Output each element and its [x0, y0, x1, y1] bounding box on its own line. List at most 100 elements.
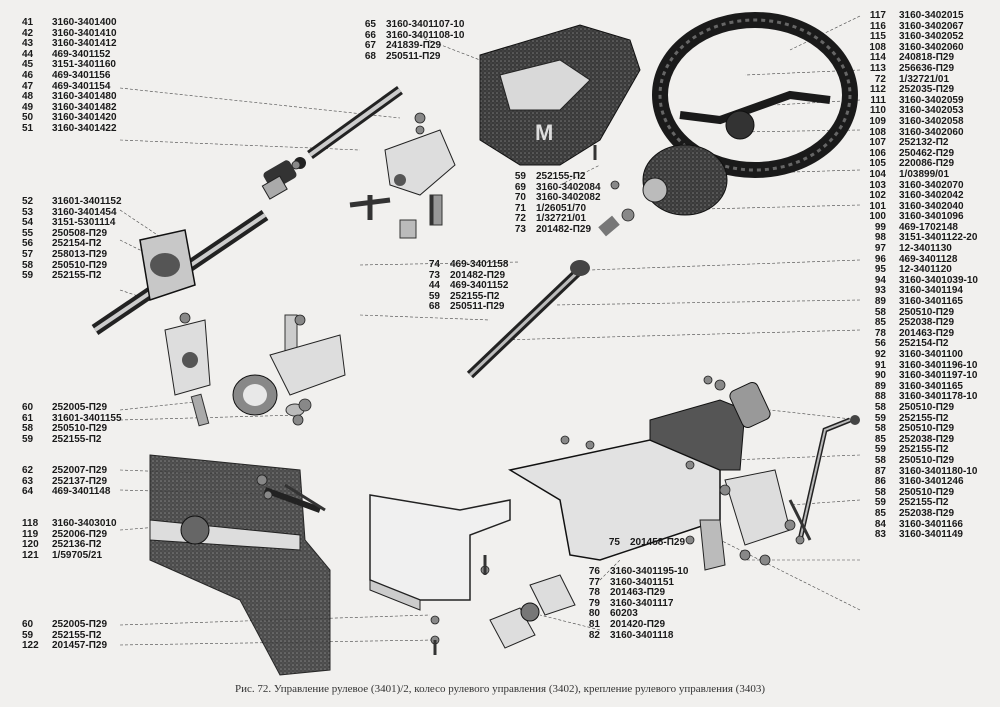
callout-number: 45: [22, 59, 34, 71]
callout-part-code: 3151-3401122-20: [899, 232, 978, 244]
callout-part-code: 469-3401158: [450, 259, 509, 270]
callout-number: 54: [22, 217, 34, 229]
svg-text:M: M: [535, 120, 553, 145]
column-support-bracket: [507, 382, 791, 571]
callout-number: 44: [428, 280, 440, 292]
callout-part-code: 60203: [610, 608, 638, 620]
callout-number: 102: [869, 190, 886, 202]
callout-number: 80: [588, 608, 600, 620]
callout-number: 70: [514, 192, 526, 204]
callout-part-code: 3160-3401117: [610, 597, 674, 609]
callout-part-code: 31601-3401152: [52, 196, 122, 207]
callout-number: 85: [874, 433, 886, 445]
callout-number: 53: [22, 206, 34, 218]
callout-part-code: 3160-3401149: [899, 529, 963, 541]
callout-number: 75: [608, 537, 620, 548]
callout-part-code: 250510-П29: [52, 259, 108, 271]
callout-number: 58: [874, 306, 886, 318]
callout-number: 92: [874, 349, 886, 360]
callout-row: 64 469-3401148: [22, 487, 110, 498]
figure-caption: Рис. 72. Управление рулевое (3401)/2, ко…: [234, 683, 766, 695]
callout-number: 56: [22, 238, 34, 250]
callout-part-code: 252155-П2: [899, 412, 949, 424]
callout-part-code: 252155-П2: [899, 497, 949, 509]
callout-number: 83: [874, 529, 886, 541]
callout-number: 94: [874, 274, 886, 286]
callout-number: 58: [874, 423, 886, 435]
callout-part-code: 3160-3401118: [610, 629, 674, 641]
callout-number: 49: [22, 101, 34, 113]
callout-part-code: 252155-П2: [450, 290, 500, 302]
steering-wheel: [652, 12, 858, 178]
callout-number: 101: [869, 200, 886, 212]
callout-row: 45 3151-3401160: [22, 60, 117, 71]
callout-number: 78: [588, 587, 600, 599]
callout-part-code: 252137-П29: [52, 475, 108, 487]
callout-part-code: 3151-3401160: [52, 59, 116, 71]
pedal-rod: [797, 415, 860, 541]
callout-number: 74: [428, 259, 440, 270]
callout-number: 71: [514, 202, 526, 214]
callout-part-code: 250510-П29: [899, 423, 955, 435]
callout-part-code: 469-3401152: [52, 48, 111, 60]
callout-part-code: 3160-3401194: [899, 285, 963, 297]
callout-number: 62: [22, 465, 34, 476]
callout-part-code: 3160-3401107-10: [386, 19, 465, 30]
callout-part-code: 3160-3401151: [610, 576, 674, 588]
callout-part-code: 3160-3401180-10: [899, 465, 978, 477]
callout-number: 109: [869, 115, 886, 127]
callout-number: 108: [869, 126, 886, 138]
callout-part-code: 31601-3401155: [52, 412, 122, 424]
column-housing-cover: M: [479, 24, 641, 166]
callout-part-code: 252155-П2: [536, 171, 586, 182]
callout-number: 90: [874, 370, 886, 382]
callout-part-code: 469-3401148: [52, 486, 111, 498]
callout-part-code: 250511-П29: [450, 301, 505, 313]
callout-part-code: 3160-3401480: [52, 91, 117, 103]
callout-part-code: 3160-3401422: [52, 122, 117, 134]
callout-part-code: 1/32721/01: [899, 73, 950, 85]
callout-part-code: 1/59705/21: [52, 549, 103, 561]
callout-part-code: 252154-П2: [52, 238, 102, 250]
callout-number: 122: [22, 640, 39, 652]
callout-number: 107: [869, 137, 886, 149]
callout-number: 64: [22, 486, 34, 498]
callout-number: 96: [874, 253, 886, 265]
callout-part-code: 1/03899/01: [899, 168, 950, 180]
callout-number: 85: [874, 507, 886, 519]
callout-part-code: 12-3401130: [899, 243, 952, 255]
callout-row: 58 250510-П29: [862, 306, 978, 319]
callout-part-code: 250510-П29: [899, 486, 955, 498]
callout-number: 41: [22, 17, 34, 28]
callout-number: 73: [514, 223, 526, 235]
callout-part-code: 250510-П29: [899, 306, 955, 318]
callout-number: 110: [869, 105, 886, 117]
